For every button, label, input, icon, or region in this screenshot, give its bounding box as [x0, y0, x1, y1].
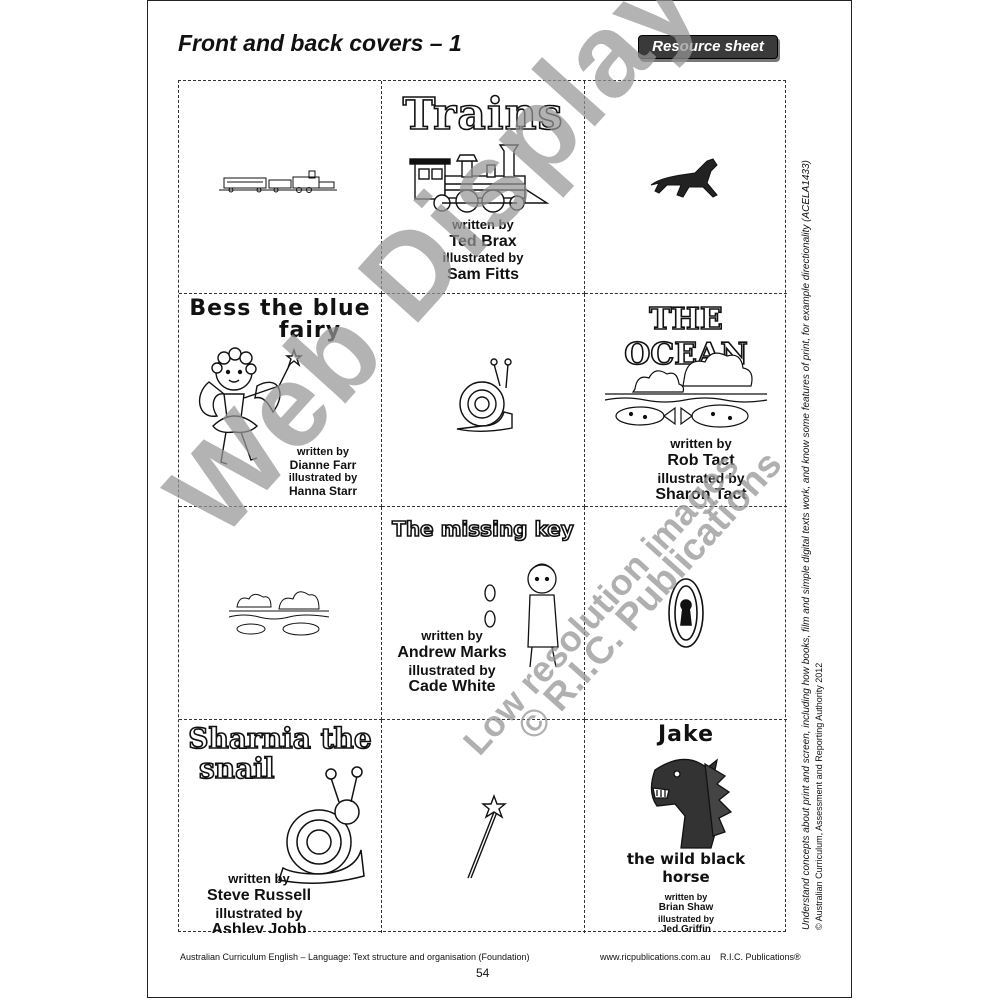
fairy-illustration	[198, 347, 304, 465]
cover-credits: written by Ted Brax illustrated by Sam F…	[382, 217, 584, 285]
back-cover-horse	[585, 81, 787, 294]
written-by-label: written by	[452, 217, 514, 232]
cover-subtitle-line-2: horse	[662, 868, 710, 886]
front-cover-jake-the-wild-black-horse: Jake the wild black horse written by Bri…	[585, 720, 787, 933]
illustrated-by-label: illustrated by	[657, 470, 745, 487]
illustrator-name: Hanna Starr	[288, 484, 358, 499]
front-cover-sharnia-the-snail: Sharnia the snail written by Steve Russe…	[179, 720, 382, 933]
page-title: Front and back covers – 1	[178, 30, 462, 56]
cover-credits: written by Rob Tact illustrated by Sharo…	[615, 436, 787, 505]
copyright-acara: © Australian Curriculum, Assessment and …	[814, 662, 824, 930]
cover-title: The missing key	[391, 516, 574, 542]
illustrated-by-label: illustrated by	[408, 662, 496, 679]
front-cover-the-ocean: THE OCEAN written by Rob Tact illustrate…	[585, 294, 787, 507]
illustrator-name: Jed Griffin	[660, 924, 711, 933]
covers-grid: Trains writt	[178, 80, 787, 933]
small-train-icon	[219, 170, 337, 193]
illustrator-name: Cade White	[408, 678, 496, 696]
author-name: Andrew Marks	[397, 643, 507, 661]
written-by-label: written by	[664, 892, 708, 902]
illustrator-name: Sam Fitts	[446, 266, 519, 284]
written-by-label: written by	[421, 628, 483, 643]
footer-website-link[interactable]: www.ricpublications.com.au	[600, 952, 711, 962]
author-name: Brian Shaw	[658, 902, 714, 914]
back-cover-snail	[382, 294, 585, 507]
author-name: Ted Brax	[449, 232, 517, 250]
illustrated-by-label: illustrated by	[288, 472, 358, 485]
author-name: Rob Tact	[667, 451, 735, 469]
back-cover-magic-wand	[382, 720, 585, 933]
written-by-label: written by	[297, 446, 349, 458]
front-cover-the-missing-key: The missing key written by Andrew Marks …	[382, 507, 585, 720]
written-by-label: written by	[228, 871, 290, 886]
front-cover-trains: Trains writt	[382, 81, 585, 294]
illustrator-name: Sharon Tact	[655, 486, 747, 504]
resource-sheet-badge: Resource sheet	[638, 35, 778, 59]
author-name: Dianne Farr	[289, 457, 357, 472]
cover-title-line-2: fairy	[278, 318, 342, 343]
snail-character-illustration	[278, 766, 365, 884]
back-cover-keyhole	[585, 507, 787, 720]
cover-title-line-2: snail	[198, 751, 275, 786]
horse-silhouette-icon	[650, 158, 718, 198]
back-cover-ocean	[179, 507, 382, 720]
cover-title: Trains	[402, 88, 564, 141]
curriculum-side-note: Understand concepts about print and scre…	[800, 150, 826, 930]
snail-icon	[456, 358, 513, 432]
cover-title-line-1: Bess the blue	[189, 296, 371, 321]
written-by-label: written by	[670, 436, 732, 451]
illustrated-by-label: illustrated by	[657, 913, 714, 924]
illustrated-by-label: illustrated by	[215, 905, 303, 922]
small-ocean-icon	[228, 591, 330, 636]
ocean-illustration	[604, 352, 768, 428]
cover-credits: written by Andrew Marks illustrated by C…	[382, 628, 522, 697]
keyhole-icon	[668, 578, 704, 648]
cover-credits: written by Dianne Farr illustrated by Ha…	[273, 446, 373, 499]
resource-page	[147, 0, 852, 998]
curriculum-descriptor: Understand concepts about print and scre…	[801, 160, 812, 930]
cover-credits: written by Steve Russell illustrated by …	[179, 871, 339, 933]
steam-train-illustration	[409, 144, 550, 213]
back-cover-trains	[179, 81, 382, 294]
illustrated-by-label: illustrated by	[442, 250, 524, 266]
horse-head-illustration	[650, 758, 733, 849]
magic-wand-icon	[467, 794, 507, 879]
front-cover-bess-the-blue-fairy: Bess the blue fairy written by Dianne	[179, 294, 382, 507]
footer-curriculum-label: Australian Curriculum English – Language…	[180, 952, 530, 962]
cover-title: Jake	[658, 722, 714, 747]
page-number: 54	[476, 966, 490, 980]
cover-subtitle-line-1: the wild black	[626, 850, 746, 868]
footer-publisher: R.I.C. Publications®	[720, 952, 801, 962]
author-name: Steve Russell	[206, 886, 312, 904]
cover-title-line-1: Sharnia the	[187, 721, 372, 756]
cover-credits: written by Brian Shaw illustrated by Jed…	[585, 892, 787, 933]
illustrator-name: Ashley Jobb	[211, 921, 307, 933]
boy-and-key-illustration	[484, 563, 559, 668]
